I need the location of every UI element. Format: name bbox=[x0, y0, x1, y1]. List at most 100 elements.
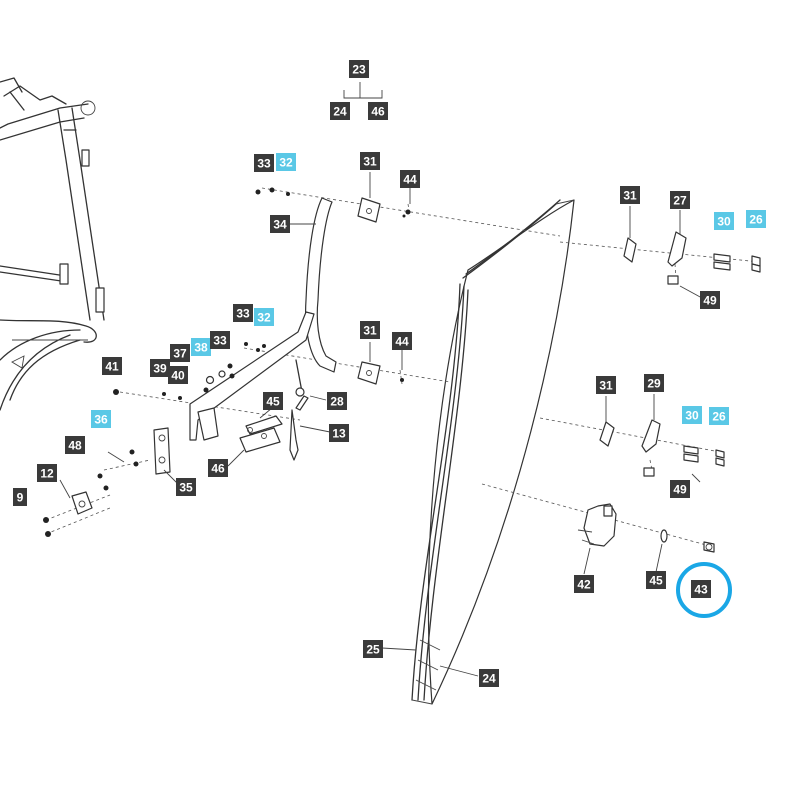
callout-box bbox=[574, 575, 594, 593]
callout-box bbox=[168, 366, 188, 384]
callout-49: 49 bbox=[700, 291, 720, 309]
callout-45: 45 bbox=[263, 392, 283, 410]
callout-23: 23 bbox=[349, 60, 369, 78]
callout-box bbox=[620, 186, 640, 204]
callout-box bbox=[714, 212, 734, 230]
callout-number: 45 bbox=[266, 395, 280, 409]
callout-box bbox=[329, 424, 349, 442]
callout-24: 24 bbox=[330, 102, 350, 120]
callout-number: 24 bbox=[482, 672, 496, 686]
callout-31: 31 bbox=[596, 376, 616, 394]
callout-number: 32 bbox=[257, 311, 271, 325]
callout-number: 39 bbox=[153, 362, 167, 376]
callout-number: 43 bbox=[694, 583, 708, 597]
callout-33: 33 bbox=[233, 304, 253, 322]
callout-number: 33 bbox=[236, 307, 250, 321]
latch-hardware bbox=[660, 529, 715, 553]
callout-box bbox=[102, 357, 122, 375]
callout-number: 49 bbox=[673, 483, 687, 497]
callout-box bbox=[37, 464, 57, 482]
callout-number: 41 bbox=[105, 360, 119, 374]
callout-number: 30 bbox=[717, 215, 731, 229]
callout-13: 13 bbox=[329, 424, 349, 442]
callout-box bbox=[65, 436, 85, 454]
callout-box bbox=[670, 191, 690, 209]
callout-36: 36 bbox=[91, 410, 111, 428]
fasteners-left bbox=[43, 187, 411, 537]
callout-box bbox=[191, 338, 211, 356]
callout-46: 46 bbox=[368, 102, 388, 120]
hinge-lower bbox=[641, 419, 661, 453]
callout-number: 31 bbox=[623, 189, 637, 203]
callout-box bbox=[150, 359, 170, 377]
callout-box bbox=[210, 331, 230, 349]
callout-42: 42 bbox=[574, 575, 594, 593]
assembly-lines bbox=[45, 187, 761, 547]
callout-number: 28 bbox=[330, 395, 344, 409]
washer-upper bbox=[623, 237, 637, 263]
callout-box bbox=[363, 640, 383, 658]
callout-number: 31 bbox=[363, 155, 377, 169]
callout-46: 46 bbox=[208, 459, 228, 477]
callout-31: 31 bbox=[620, 186, 640, 204]
hinge-plate-lower bbox=[357, 361, 381, 385]
callout-number: 12 bbox=[40, 467, 54, 481]
callout-number: 46 bbox=[371, 105, 385, 119]
callout-box bbox=[700, 291, 720, 309]
highlight-ring bbox=[676, 562, 732, 618]
callout-number: 44 bbox=[403, 173, 417, 187]
callout-number: 49 bbox=[703, 294, 717, 308]
callout-box bbox=[276, 153, 296, 171]
callout-44: 44 bbox=[392, 332, 412, 350]
callout-49: 49 bbox=[670, 480, 690, 498]
callout-box bbox=[349, 60, 369, 78]
callout-number: 37 bbox=[173, 347, 187, 361]
callout-number: 31 bbox=[599, 379, 613, 393]
callout-box bbox=[368, 102, 388, 120]
callout-number: 27 bbox=[673, 194, 687, 208]
callout-number: 26 bbox=[712, 410, 726, 424]
callout-box bbox=[746, 210, 766, 228]
callout-number: 30 bbox=[685, 409, 699, 423]
callout-43: 43 bbox=[691, 580, 711, 598]
callout-number: 42 bbox=[577, 578, 591, 592]
door-handle-bar bbox=[305, 197, 337, 373]
screws-right bbox=[683, 253, 761, 467]
callout-31: 31 bbox=[360, 152, 380, 170]
callout-box bbox=[670, 480, 690, 498]
callout-box bbox=[596, 376, 616, 394]
callout-24: 24 bbox=[479, 669, 499, 687]
callout-40: 40 bbox=[168, 366, 188, 384]
nut-upper bbox=[667, 275, 679, 285]
callout-number: 33 bbox=[213, 334, 227, 348]
hinge-upper bbox=[667, 231, 687, 267]
callout-box bbox=[682, 406, 702, 424]
callout-31: 31 bbox=[360, 321, 380, 339]
callout-38: 38 bbox=[191, 338, 211, 356]
callout-box bbox=[691, 580, 711, 598]
callout-box bbox=[91, 410, 111, 428]
callout-27: 27 bbox=[670, 191, 690, 209]
callout-box bbox=[254, 308, 274, 326]
callout-box bbox=[360, 152, 380, 170]
callout-number: 46 bbox=[211, 462, 225, 476]
callout-box bbox=[479, 669, 499, 687]
callout-number: 36 bbox=[94, 413, 108, 427]
callout-12: 12 bbox=[37, 464, 57, 482]
lower-arm-assembly bbox=[71, 311, 315, 515]
callout-box bbox=[208, 459, 228, 477]
callout-26: 26 bbox=[709, 407, 729, 425]
callout-box bbox=[400, 170, 420, 188]
callout-box bbox=[360, 321, 380, 339]
callout-9: 9 bbox=[13, 488, 27, 506]
callout-32: 32 bbox=[276, 153, 296, 171]
callout-32: 32 bbox=[254, 308, 274, 326]
callout-28: 28 bbox=[327, 392, 347, 410]
callout-48: 48 bbox=[65, 436, 85, 454]
callout-number: 45 bbox=[649, 574, 663, 588]
leader-lines bbox=[59, 82, 703, 677]
hinge-plates bbox=[357, 197, 687, 477]
callout-box bbox=[170, 344, 190, 362]
door-glass-panel bbox=[411, 199, 575, 705]
callout-26: 26 bbox=[746, 210, 766, 228]
